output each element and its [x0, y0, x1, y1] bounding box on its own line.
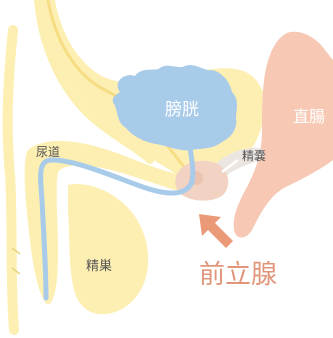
urethra-label: 尿道 — [36, 145, 60, 159]
thigh-outline — [8, 30, 14, 330]
seminal-vesicle-label: 精嚢 — [242, 148, 266, 163]
testis-shape — [68, 184, 148, 314]
prostate-arrow — [199, 214, 233, 248]
testis-label: 精巣 — [86, 259, 112, 274]
rectum-label: 直腸 — [293, 107, 325, 126]
prostate-label: 前立腺 — [199, 260, 277, 290]
bladder-label: 膀胱 — [165, 100, 199, 120]
